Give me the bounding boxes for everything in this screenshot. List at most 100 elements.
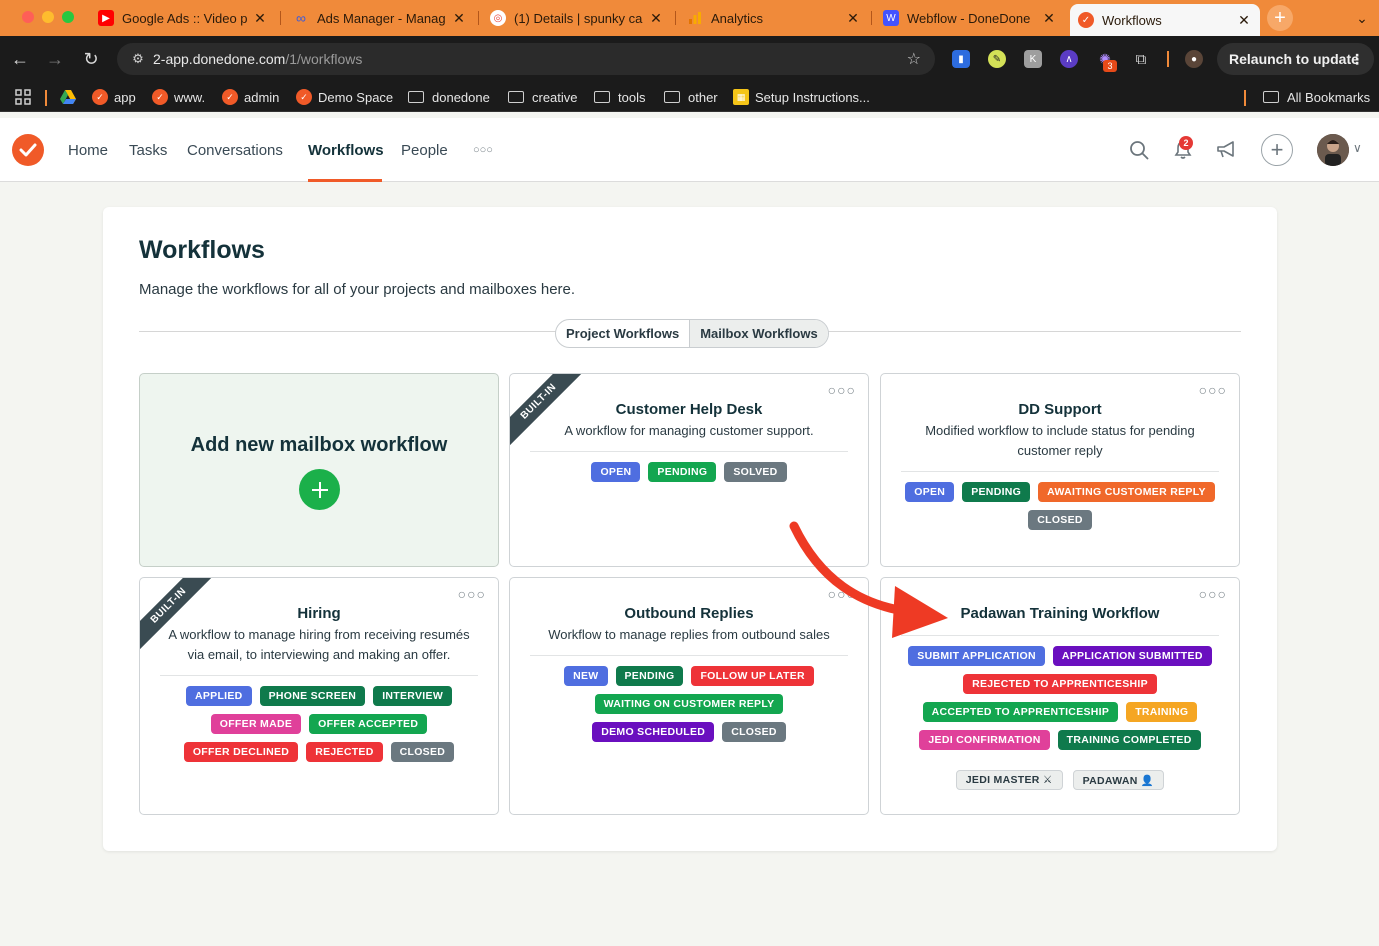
bookmark-folder-tools[interactable]: tools	[594, 88, 645, 106]
workflow-description: A workflow for managing customer support…	[564, 423, 814, 438]
minimize-window-button[interactable]	[42, 11, 54, 23]
new-tab-button[interactable]: +	[1267, 5, 1293, 31]
app-header: Home Tasks Conversations Workflows Peopl…	[0, 118, 1379, 182]
workflow-title: Hiring	[297, 605, 341, 622]
tab-mailbox-workflows[interactable]: Mailbox Workflows	[689, 320, 828, 347]
workflow-card-customer-help-desk[interactable]: BUILT-IN ○○○ Customer Help Desk A workfl…	[509, 373, 869, 567]
label-tag: JEDI MASTER ⚔	[955, 770, 1063, 790]
extension-spark-icon[interactable]: ✺	[1099, 50, 1111, 67]
browser-toolbar: ← → ↻ ⚙ 2-app.donedone.com/1/workflows ☆…	[0, 36, 1379, 82]
browser-tab-analytics[interactable]: Analytics ✕	[679, 4, 869, 32]
more-options-icon[interactable]: ○○○	[1198, 382, 1227, 398]
status-tag: DEMO SCHEDULED	[592, 722, 715, 742]
webflow-icon: W	[883, 10, 899, 26]
add-workflow-title: Add new mailbox workflow	[190, 434, 448, 456]
nav-workflows[interactable]: Workflows	[308, 142, 384, 159]
bookmark-www[interactable]: ✓ www.	[152, 88, 205, 106]
status-tag: APPLIED	[185, 686, 252, 706]
workflow-card-padawan-training[interactable]: ○○○ Padawan Training Workflow SUBMIT APP…	[880, 577, 1240, 815]
tab-project-workflows[interactable]: Project Workflows	[566, 326, 680, 341]
workflow-card-dd-support[interactable]: ○○○ DD Support Modified workflow to incl…	[880, 373, 1240, 567]
user-avatar[interactable]	[1317, 134, 1349, 166]
nav-conversations[interactable]: Conversations	[187, 142, 283, 159]
status-tag: SUBMIT APPLICATION	[908, 646, 1045, 666]
bookmark-demo-space[interactable]: ✓ Demo Space	[296, 88, 393, 106]
reload-icon[interactable]: ↻	[83, 48, 99, 69]
workflow-card-outbound-replies[interactable]: ○○○ Outbound Replies Workflow to manage …	[509, 577, 869, 815]
more-vertical-icon[interactable]: ⋮	[1350, 50, 1364, 67]
browser-tab-google-ads[interactable]: ▶ Google Ads :: Video p ✕	[90, 4, 276, 32]
nav-home[interactable]: Home	[68, 142, 109, 159]
bookmarks-bar: ✓ app ✓ www. ✓ admin ✓ Demo Space donedo…	[0, 82, 1379, 112]
status-tag: AWAITING CUSTOMER REPLY	[1038, 482, 1215, 502]
bookmark-setup-instructions[interactable]: ▦ Setup Instructions...	[733, 88, 870, 106]
folder-icon	[508, 91, 524, 103]
extension-arc-icon[interactable]: ∧	[1060, 50, 1078, 68]
status-tag-list: SUBMIT APPLICATION APPLICATION SUBMITTED…	[901, 646, 1219, 750]
workflow-title: Padawan Training Workflow	[960, 605, 1160, 622]
close-tab-icon[interactable]: ✕	[1043, 9, 1055, 26]
extension-k-icon[interactable]: K	[1024, 50, 1042, 68]
workflow-card-hiring[interactable]: BUILT-IN ○○○ Hiring A workflow to manage…	[139, 577, 499, 815]
browser-tab-webflow[interactable]: W Webflow - DoneDone ✕	[875, 4, 1065, 32]
status-tag: CLOSED	[1028, 510, 1092, 530]
donedone-logo[interactable]	[12, 134, 44, 166]
image-icon: ▦	[733, 89, 749, 105]
extensions-puzzle-icon[interactable]: ⧉	[1135, 50, 1147, 68]
add-workflow-button[interactable]	[299, 469, 340, 510]
google-drive-icon[interactable]	[60, 88, 76, 106]
workflow-title: Outbound Replies	[624, 605, 754, 622]
status-tag: CLOSED	[390, 742, 455, 762]
browser-tab-workflows[interactable]: ✓ Workflows ✕	[1070, 4, 1260, 36]
chevron-down-icon[interactable]: ∨	[1353, 141, 1362, 155]
more-options-icon[interactable]: ○○○	[1198, 586, 1227, 602]
maximize-window-button[interactable]	[62, 11, 74, 23]
status-tag: OFFER MADE	[210, 714, 302, 734]
tab-title: Webflow - DoneDone	[907, 10, 1031, 26]
browser-tab-ads-manager[interactable]: ∞ Ads Manager - Manag ✕	[285, 4, 475, 32]
apps-grid-icon[interactable]	[15, 88, 31, 106]
add-workflow-card[interactable]: Add new mailbox workflow	[139, 373, 499, 567]
back-arrow-icon[interactable]: ←	[11, 48, 29, 69]
bookmark-app[interactable]: ✓ app	[92, 88, 136, 106]
extension-chart-icon[interactable]: ▮	[952, 50, 970, 68]
site-settings-icon[interactable]: ⚙	[132, 51, 144, 66]
label-tag-list: JEDI MASTER ⚔ PADAWAN 👤	[901, 770, 1219, 790]
donedone-icon: ✓	[152, 89, 168, 105]
donedone-icon: ✓	[222, 89, 238, 105]
search-icon[interactable]	[1127, 138, 1151, 162]
megaphone-icon[interactable]	[1215, 138, 1239, 162]
more-options-icon[interactable]: ○○○	[827, 382, 856, 398]
more-options-icon[interactable]: ○○○	[457, 586, 486, 602]
workflow-description: A workflow to manage hiring from receivi…	[168, 627, 470, 662]
label-tag: PADAWAN 👤	[1072, 770, 1165, 790]
bookmark-star-icon[interactable]: ☆	[906, 51, 921, 68]
relaunch-button[interactable]: Relaunch to update ⋮	[1217, 43, 1374, 75]
url-text: 2-app.donedone.com/1/workflows	[153, 51, 363, 67]
create-new-button[interactable]: +	[1261, 134, 1293, 166]
bookmark-folder-creative[interactable]: creative	[508, 88, 578, 106]
status-tag: APPLICATION SUBMITTED	[1052, 646, 1212, 666]
close-window-button[interactable]	[22, 11, 34, 23]
address-bar[interactable]: ⚙ 2-app.donedone.com/1/workflows ☆	[117, 43, 935, 75]
status-tag: OFFER DECLINED	[183, 742, 299, 762]
status-tag: ACCEPTED TO APPRENTICESHIP	[922, 702, 1119, 722]
all-bookmarks-folder[interactable]: All Bookmarks	[1263, 88, 1370, 106]
tab-search-icon[interactable]: ⌄	[1356, 9, 1368, 26]
extension-leaf-icon[interactable]: ✎	[988, 50, 1006, 68]
bookmark-folder-donedone[interactable]: donedone	[408, 88, 490, 106]
browser-tab-details[interactable]: ◎ (1) Details | spunky ca ✕	[482, 4, 672, 32]
close-tab-icon[interactable]: ✕	[453, 9, 465, 26]
nav-tasks[interactable]: Tasks	[129, 142, 168, 159]
nav-more-icon[interactable]: ○○○	[473, 144, 493, 156]
close-tab-icon[interactable]: ✕	[650, 9, 662, 26]
close-tab-icon[interactable]: ✕	[254, 9, 266, 26]
close-tab-icon[interactable]: ✕	[1238, 11, 1250, 28]
nav-people[interactable]: People	[401, 142, 448, 159]
bookmark-admin[interactable]: ✓ admin	[222, 88, 279, 106]
tab-title: Google Ads :: Video p	[122, 10, 248, 26]
forward-arrow-icon[interactable]: →	[46, 48, 64, 69]
profile-avatar-icon[interactable]: ●	[1185, 50, 1203, 68]
close-tab-icon[interactable]: ✕	[847, 9, 859, 26]
bookmark-folder-other[interactable]: other	[664, 88, 718, 106]
